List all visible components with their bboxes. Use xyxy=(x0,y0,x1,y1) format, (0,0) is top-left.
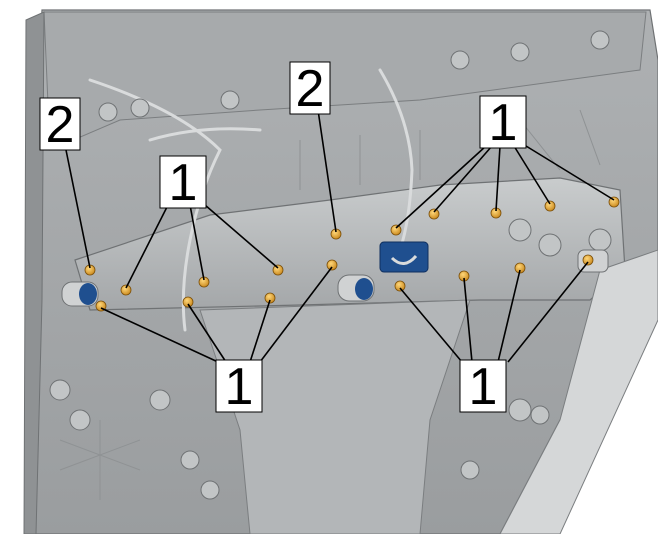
left-frame-edge xyxy=(23,11,45,534)
callout-label: 1 xyxy=(169,154,198,212)
right-door-edge xyxy=(499,249,658,534)
middle-bracket xyxy=(337,274,375,302)
fastener xyxy=(544,200,556,212)
callout-label: 2 xyxy=(296,60,325,118)
left-bracket xyxy=(61,281,99,307)
callout-label: 1 xyxy=(489,94,518,152)
trim-panel xyxy=(74,177,626,311)
callout-1-lower-right: 1 xyxy=(459,358,507,416)
attachment-bosses xyxy=(49,30,612,500)
wiring-harness xyxy=(88,68,414,332)
callout-1-lower-left: 1 xyxy=(215,358,263,416)
fastener xyxy=(120,284,132,296)
callout-1-upper-left: 1 xyxy=(159,154,207,212)
leader-lines xyxy=(65,109,615,363)
fastener xyxy=(264,292,276,304)
fastener xyxy=(326,259,338,271)
callout-label: 1 xyxy=(225,358,254,416)
fastener xyxy=(394,280,406,292)
callout-label: 1 xyxy=(469,358,498,416)
lower-funnel xyxy=(199,299,471,534)
fastener xyxy=(582,254,594,266)
callout-2-left: 2 xyxy=(39,96,81,154)
fastener xyxy=(390,224,402,236)
fastener xyxy=(182,296,194,308)
fastener xyxy=(428,208,440,220)
panel-ribs xyxy=(59,109,601,500)
callout-1-upper-right: 1 xyxy=(479,94,527,152)
callout-2-middle: 2 xyxy=(289,60,331,118)
fastener xyxy=(608,196,620,208)
connector-clip xyxy=(379,241,429,273)
callout-label: 2 xyxy=(46,96,75,154)
fasteners xyxy=(84,196,620,312)
fastener xyxy=(272,264,284,276)
